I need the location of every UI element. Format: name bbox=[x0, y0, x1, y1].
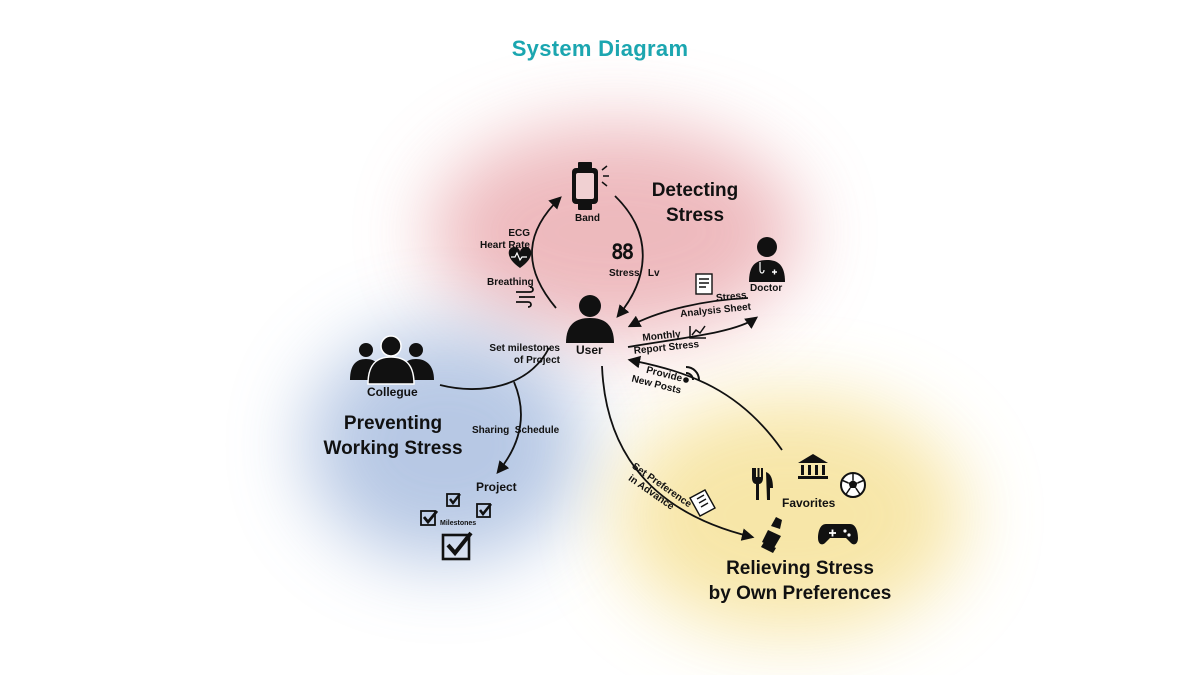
wind-icon bbox=[516, 286, 535, 308]
line-chart-icon bbox=[689, 325, 706, 339]
stress-level-digits: 88 bbox=[611, 240, 634, 264]
doctor-label: Doctor bbox=[750, 283, 783, 294]
arrow-doctor-to-user bbox=[627, 297, 749, 328]
collegue-label: Collegue bbox=[367, 385, 418, 399]
sharing-schedule-label: Sharing Schedule bbox=[472, 425, 560, 436]
relieving-zone bbox=[615, 395, 965, 635]
arrow-user-to-doctor bbox=[627, 316, 759, 348]
group-icon bbox=[350, 335, 434, 385]
smartwatch-icon bbox=[572, 162, 609, 210]
arrow-user-to-band bbox=[531, 196, 562, 309]
breathing-label: Breathing bbox=[487, 277, 534, 288]
favorites-label: Favorites bbox=[782, 496, 836, 510]
document-icon bbox=[695, 273, 713, 295]
milestones-label: Milestones bbox=[440, 520, 477, 527]
project-label: Project bbox=[476, 480, 517, 494]
arrow-user-to-favorites bbox=[601, 365, 755, 541]
arrow-to-project bbox=[496, 381, 522, 474]
arrow-user-to-collegue bbox=[439, 347, 550, 390]
user-icon bbox=[566, 295, 614, 343]
user-label: User bbox=[576, 343, 603, 357]
museum-icon bbox=[798, 454, 828, 479]
gamepad-icon bbox=[818, 524, 858, 545]
arrow-band-to-user bbox=[614, 195, 644, 318]
checkbox-icon bbox=[420, 493, 493, 561]
soccer-ball-icon bbox=[840, 472, 866, 498]
page-title: System Diagram bbox=[511, 36, 689, 61]
lipstick-icon bbox=[761, 517, 782, 553]
rss-icon bbox=[683, 366, 700, 383]
arrow-favorites-to-user bbox=[627, 355, 783, 451]
connections bbox=[439, 195, 783, 541]
heart-pulse-icon bbox=[508, 247, 532, 268]
fork-knife-icon bbox=[752, 468, 773, 500]
document-icon bbox=[689, 489, 716, 517]
doctor-icon bbox=[749, 237, 785, 282]
band-label: Band bbox=[575, 213, 600, 224]
stress-level-label: Stress Lv bbox=[609, 268, 660, 279]
